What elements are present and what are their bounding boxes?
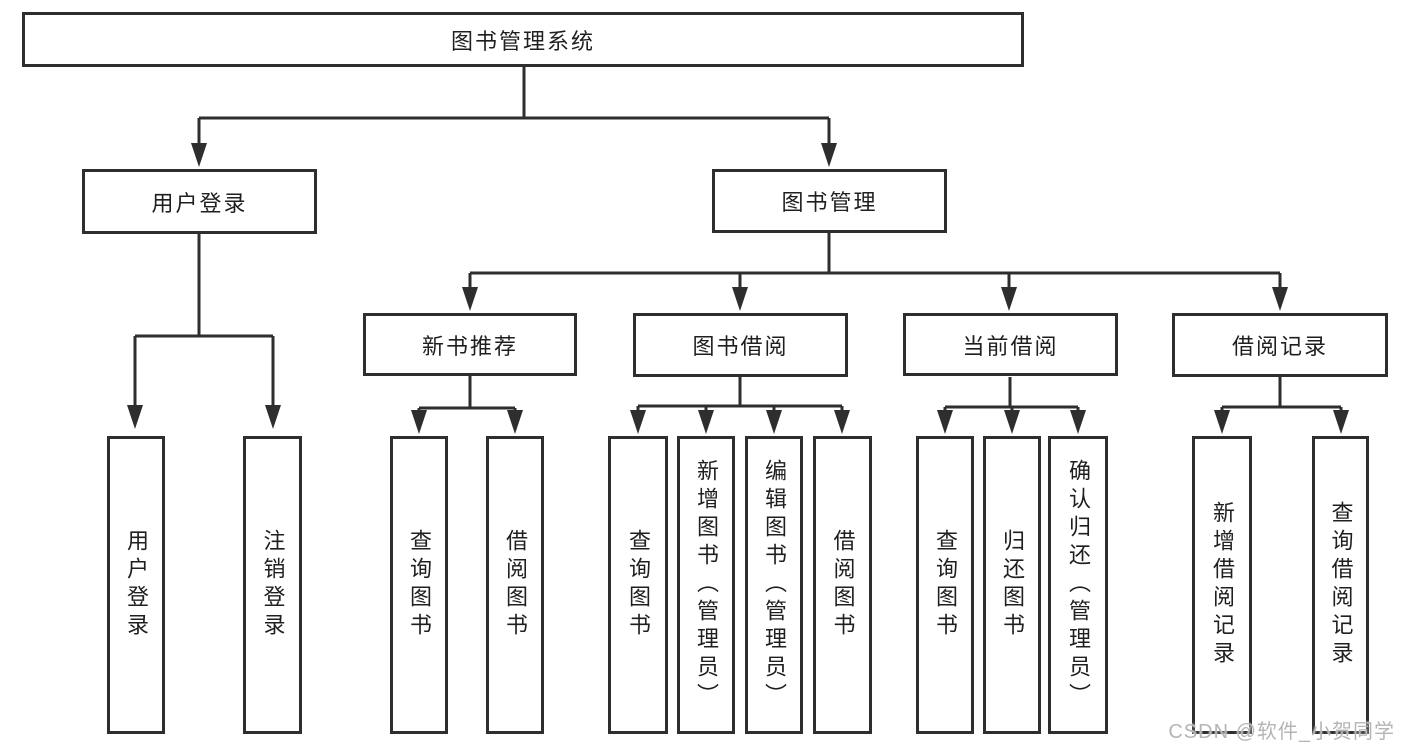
leaf-query-book-borrow-label: 查询图书 xyxy=(626,529,651,641)
node-book-borrow-label: 图书借阅 xyxy=(692,334,789,359)
node-library-management-system-label: 图书管理系统 xyxy=(450,28,595,54)
connector-new-book-recommend-children xyxy=(411,376,523,434)
node-current-borrow: 当前借阅 xyxy=(903,313,1118,376)
leaf-add-book-admin-label: 新增图书（管理员） xyxy=(694,459,719,711)
leaf-add-book-admin: 新增图书（管理员） xyxy=(677,436,735,734)
arrowhead xyxy=(630,410,646,434)
leaf-user-login: 用户登录 xyxy=(107,436,165,734)
leaf-borrow-book-label: 借阅图书 xyxy=(830,529,856,641)
connector-book-borrow-children xyxy=(630,377,850,434)
leaf-borrow-book-recommend-label: 借阅图书 xyxy=(503,529,528,641)
node-book-borrow: 图书借阅 xyxy=(633,313,848,377)
connector-current-borrow-children xyxy=(937,377,1086,434)
leaf-borrow-book: 借阅图书 xyxy=(813,436,872,734)
leaf-add-borrow-record-label: 新增借阅记录 xyxy=(1210,501,1235,669)
leaf-query-borrow-record-label: 查询借阅记录 xyxy=(1328,501,1354,669)
arrowhead xyxy=(507,410,523,434)
leaf-return-book: 归还图书 xyxy=(983,436,1041,734)
arrowhead xyxy=(732,287,748,311)
leaf-borrow-book-recommend: 借阅图书 xyxy=(486,436,544,734)
connector-root-to-level2 xyxy=(191,67,837,167)
leaf-edit-book-admin: 编辑图书（管理员） xyxy=(745,436,803,734)
leaf-query-book-current: 查询图书 xyxy=(916,436,974,734)
node-new-book-recommend: 新书推荐 xyxy=(363,313,577,376)
arrowhead xyxy=(821,143,837,167)
leaf-confirm-return-admin: 确认归还（管理员） xyxy=(1048,436,1108,734)
node-user-login: 用户登录 xyxy=(82,169,317,234)
leaf-query-book-recommend: 查询图书 xyxy=(390,436,448,734)
leaf-query-borrow-record: 查询借阅记录 xyxy=(1312,436,1369,734)
arrowhead xyxy=(1070,410,1086,434)
arrowhead xyxy=(265,405,281,429)
arrowhead xyxy=(1004,410,1020,434)
connector-book-management-children xyxy=(462,233,1288,311)
arrowhead xyxy=(937,410,953,434)
node-borrow-records: 借阅记录 xyxy=(1172,313,1388,377)
leaf-user-login-label: 用户登录 xyxy=(124,529,149,641)
leaf-query-book-recommend-label: 查询图书 xyxy=(407,529,432,641)
node-user-login-label: 用户登录 xyxy=(151,190,248,216)
leaf-logout-label: 注销登录 xyxy=(260,529,286,641)
arrowhead xyxy=(411,410,427,434)
arrowhead xyxy=(1333,410,1349,434)
leaf-return-book-label: 归还图书 xyxy=(1000,529,1025,641)
connector-user-login-children xyxy=(127,234,281,429)
leaf-add-borrow-record: 新增借阅记录 xyxy=(1192,436,1252,734)
arrowhead xyxy=(1272,287,1288,311)
arrowhead xyxy=(1214,410,1230,434)
arrowhead xyxy=(834,410,850,434)
arrowhead xyxy=(462,287,478,311)
node-current-borrow-label: 当前借阅 xyxy=(962,333,1059,359)
leaf-edit-book-admin-label: 编辑图书（管理员） xyxy=(762,459,787,711)
arrowhead xyxy=(698,410,714,434)
arrowhead xyxy=(127,405,143,429)
node-book-management: 图书管理 xyxy=(712,169,947,233)
arrowhead xyxy=(1001,287,1017,311)
leaf-query-book-current-label: 查询图书 xyxy=(933,529,958,641)
node-new-book-recommend-label: 新书推荐 xyxy=(421,333,518,359)
arrowhead xyxy=(766,410,782,434)
leaf-logout: 注销登录 xyxy=(243,436,302,734)
node-book-management-label: 图书管理 xyxy=(781,190,878,215)
leaf-confirm-return-admin-label: 确认归还（管理员） xyxy=(1066,459,1091,711)
arrowhead xyxy=(191,143,207,167)
connector-borrow-records-children xyxy=(1214,377,1349,434)
leaf-query-book-borrow: 查询图书 xyxy=(608,436,668,734)
node-library-management-system: 图书管理系统 xyxy=(22,12,1024,67)
csdn-watermark: CSDN @软件_小贺同学 xyxy=(1168,721,1395,743)
node-borrow-records-label: 借阅记录 xyxy=(1231,334,1328,359)
